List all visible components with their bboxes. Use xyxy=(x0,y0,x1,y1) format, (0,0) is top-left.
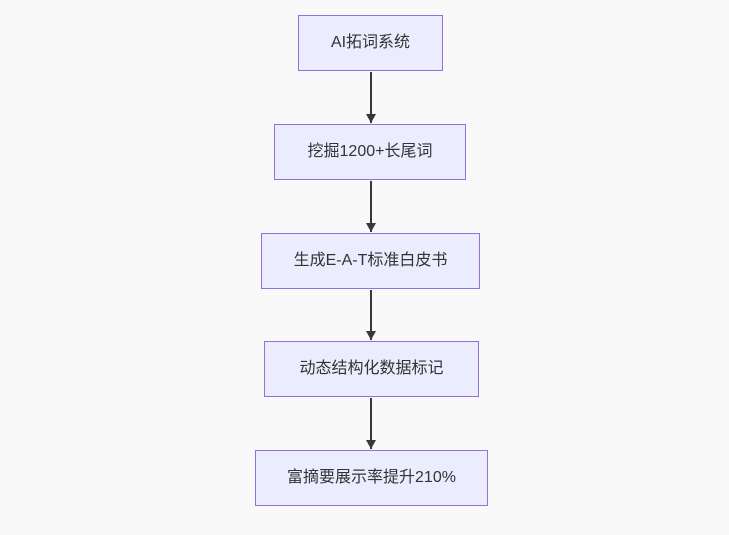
node-label: 富摘要展示率提升210% xyxy=(287,469,456,487)
node-label: 生成E-A-T标准白皮书 xyxy=(293,252,448,270)
flowchart-node-rich-snippet-result: 富摘要展示率提升210% xyxy=(255,450,488,506)
node-label: AI拓词系统 xyxy=(330,34,411,52)
flowchart-node-eat-whitepaper: 生成E-A-T标准白皮书 xyxy=(261,233,480,289)
arrow-down-icon xyxy=(370,398,372,449)
flowchart-node-structured-data-markup: 动态结构化数据标记 xyxy=(264,341,479,397)
flowchart-node-longtail-mining: 挖掘1200+长尾词 xyxy=(274,124,466,180)
arrow-down-icon xyxy=(370,72,372,123)
flowchart-node-ai-expansion-system: AI拓词系统 xyxy=(298,15,443,71)
node-label: 挖掘1200+长尾词 xyxy=(307,143,433,161)
arrow-down-icon xyxy=(370,290,372,340)
node-label: 动态结构化数据标记 xyxy=(299,360,444,378)
arrow-down-icon xyxy=(370,181,372,232)
